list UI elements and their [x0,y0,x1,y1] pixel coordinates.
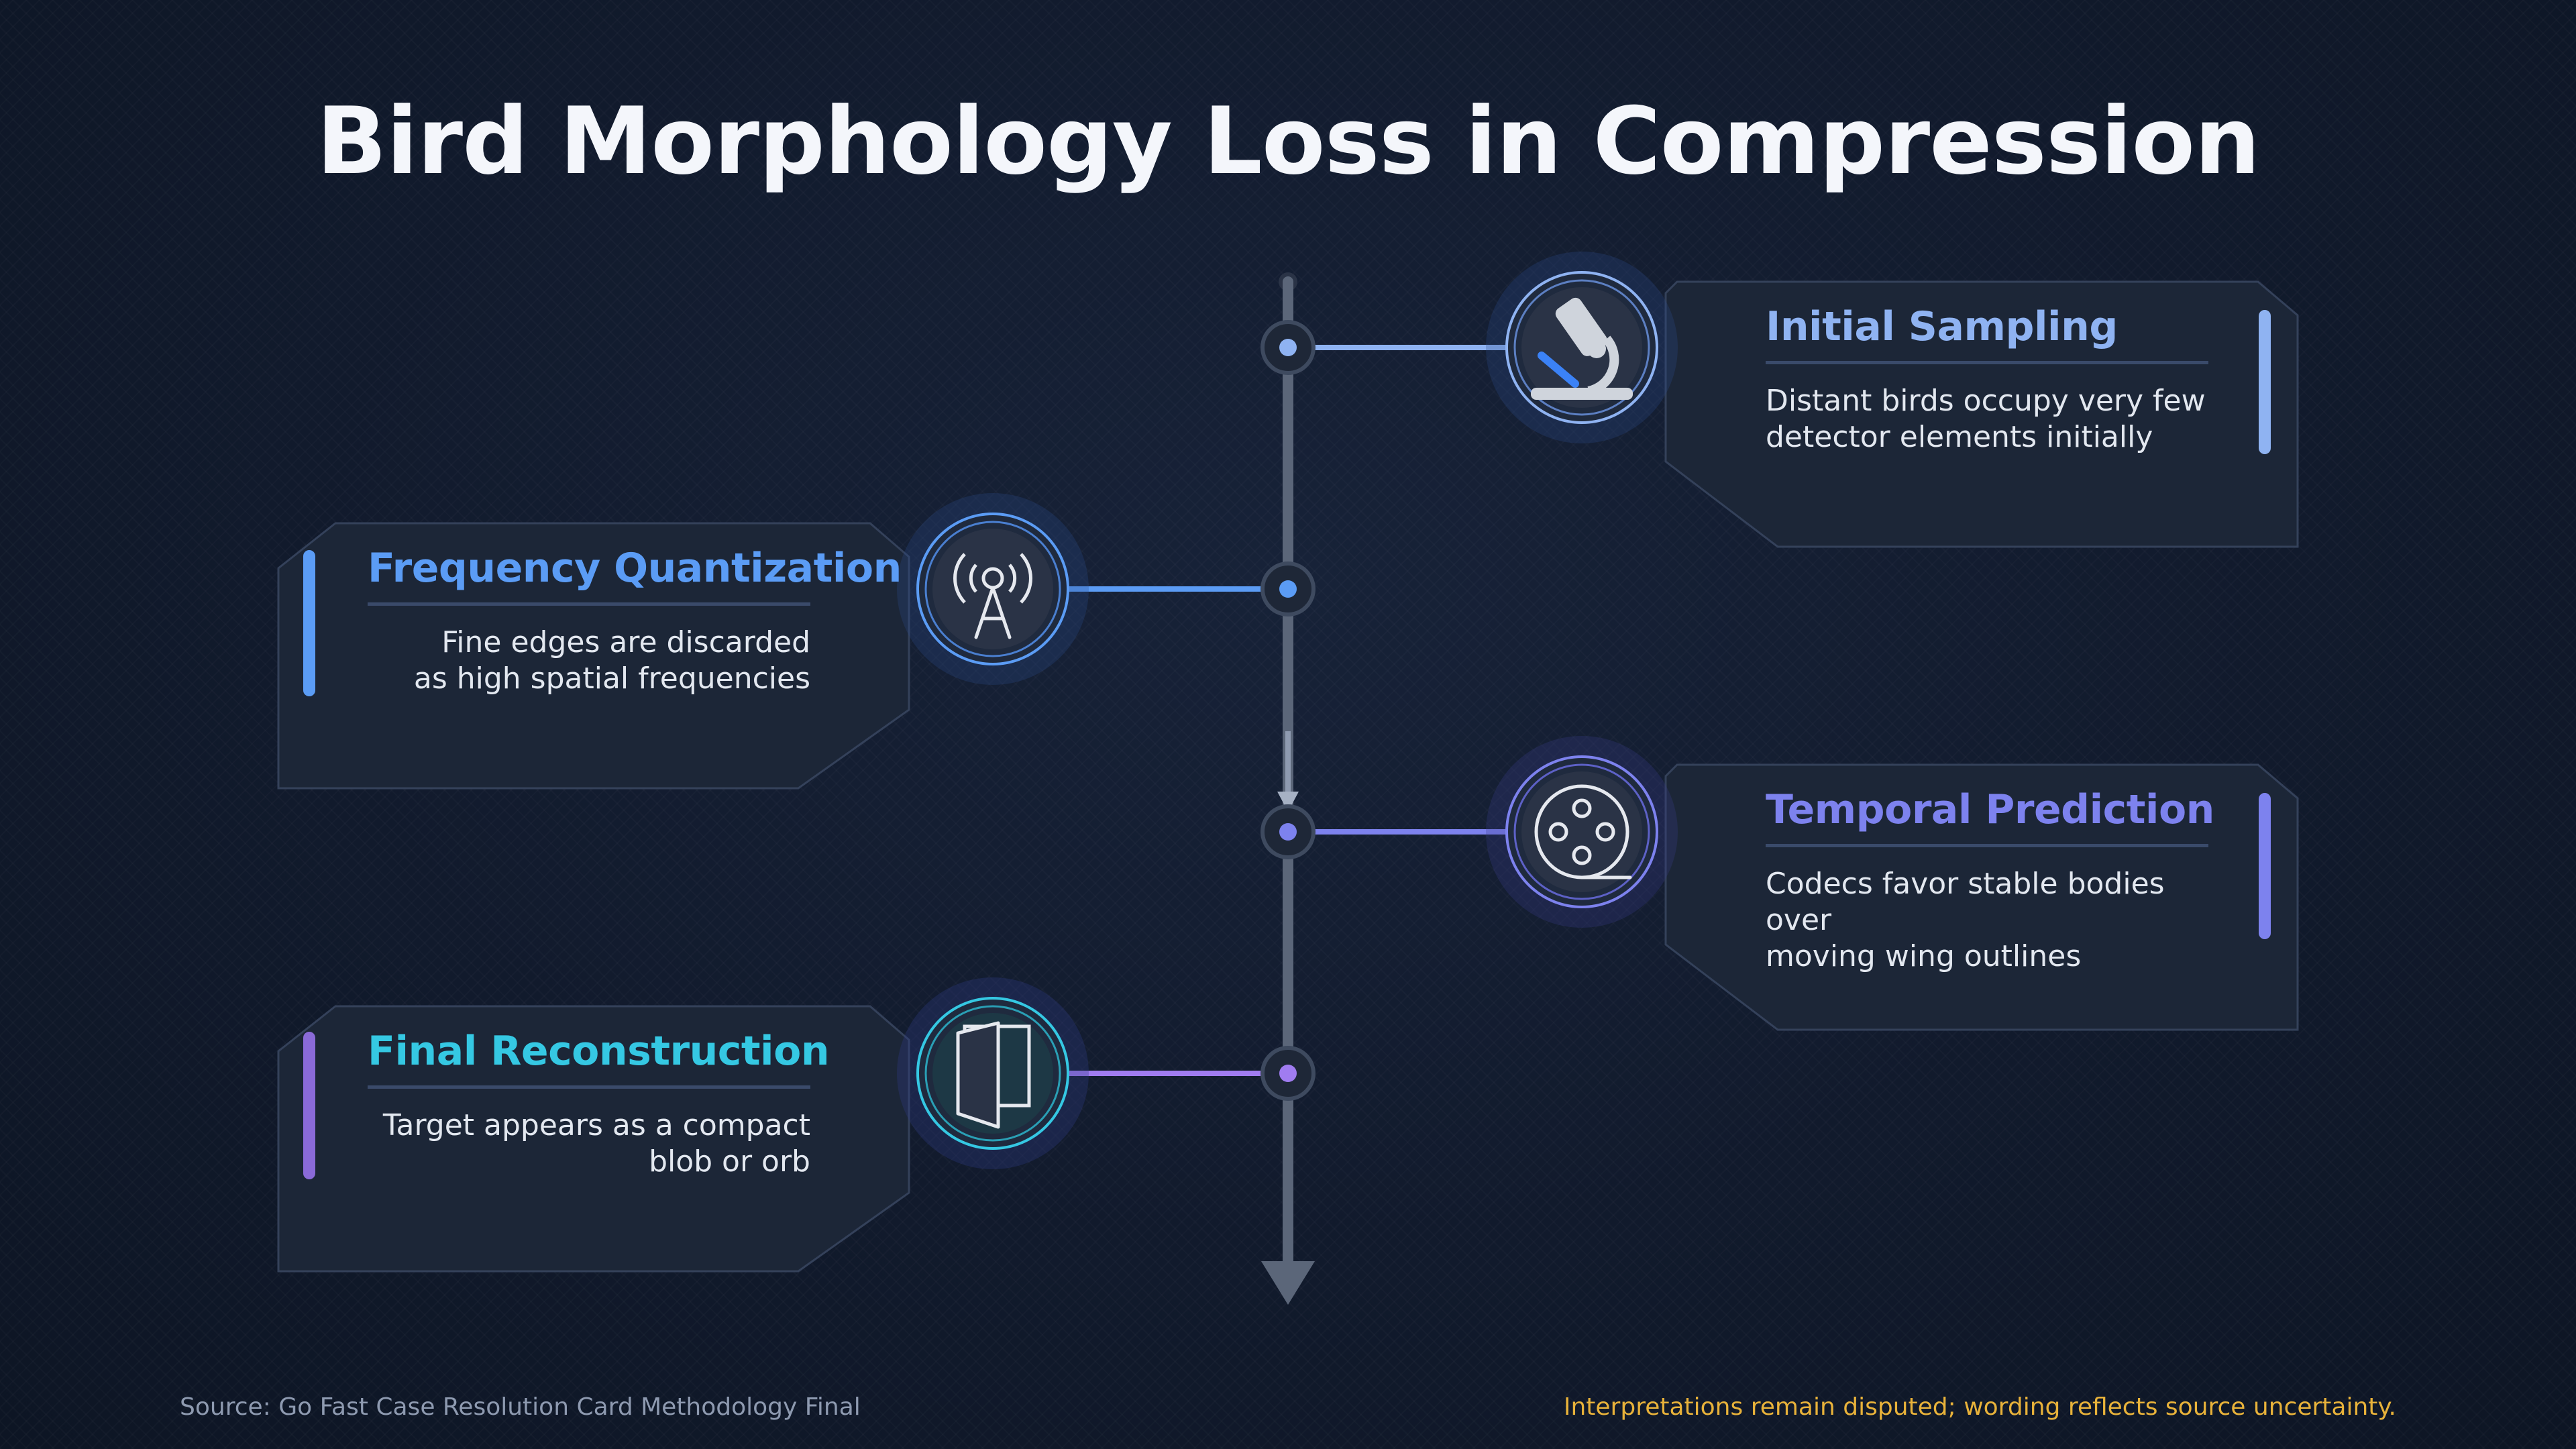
title-divider [1766,361,2208,364]
title-divider [368,602,810,606]
antenna-icon [897,493,1089,685]
connector-final-reconstruction [1067,1046,1316,1101]
card-accent-bar [2259,310,2271,454]
title-divider [368,1085,810,1089]
step-text-final-reconstruction: Final Reconstruction Target appears as a… [368,1028,830,1180]
page-title: Bird Morphology Loss in Compression [316,87,2261,195]
uncertainty-note: Interpretations remain disputed; wording… [1563,1393,2396,1421]
source-caption: Source: Go Fast Case Resolution Card Met… [180,1393,861,1421]
step-description: Distant birds occupy very few detector e… [1766,384,2206,454]
connector-frequency-quantization [1067,561,1316,616]
step-text-frequency-quantization: Frequency Quantization Fine edges are di… [368,545,902,697]
step-description: Fine edges are discarded as high spatial… [413,625,810,696]
connector-temporal-prediction [1260,804,1509,859]
step-card-initial-sampling [1664,280,2299,548]
card-accent-bar [303,550,315,696]
timeline-spine [1261,272,1315,1305]
card-accent-bar [2259,793,2271,939]
step-description: Target appears as a compact blob or orb [382,1108,810,1179]
step-title: Initial Sampling [1766,303,2118,350]
flow-arrow-icon [1277,792,1299,812]
step-card-final-reconstruction [277,1005,910,1273]
open-door-icon [897,977,1089,1169]
step-text-temporal-prediction: Temporal Prediction Codecs favor stable … [1766,786,2214,975]
timeline-end-arrow-icon [1261,1261,1315,1305]
step-card-temporal-prediction [1664,763,2299,1031]
film-reel-icon [1486,736,1678,928]
connector-initial-sampling [1260,320,1509,375]
title-divider [1766,844,2208,847]
microscope-icon [1486,252,1678,443]
step-card-frequency-quantization [277,522,910,790]
step-description: Codecs favor stable bodies over moving w… [1766,867,2165,973]
step-title: Temporal Prediction [1766,786,2214,833]
card-accent-bar [303,1032,315,1179]
step-title: Frequency Quantization [368,545,902,592]
step-text-initial-sampling: Initial Sampling Distant birds occupy ve… [1766,303,2208,455]
step-title: Final Reconstruction [368,1028,830,1075]
